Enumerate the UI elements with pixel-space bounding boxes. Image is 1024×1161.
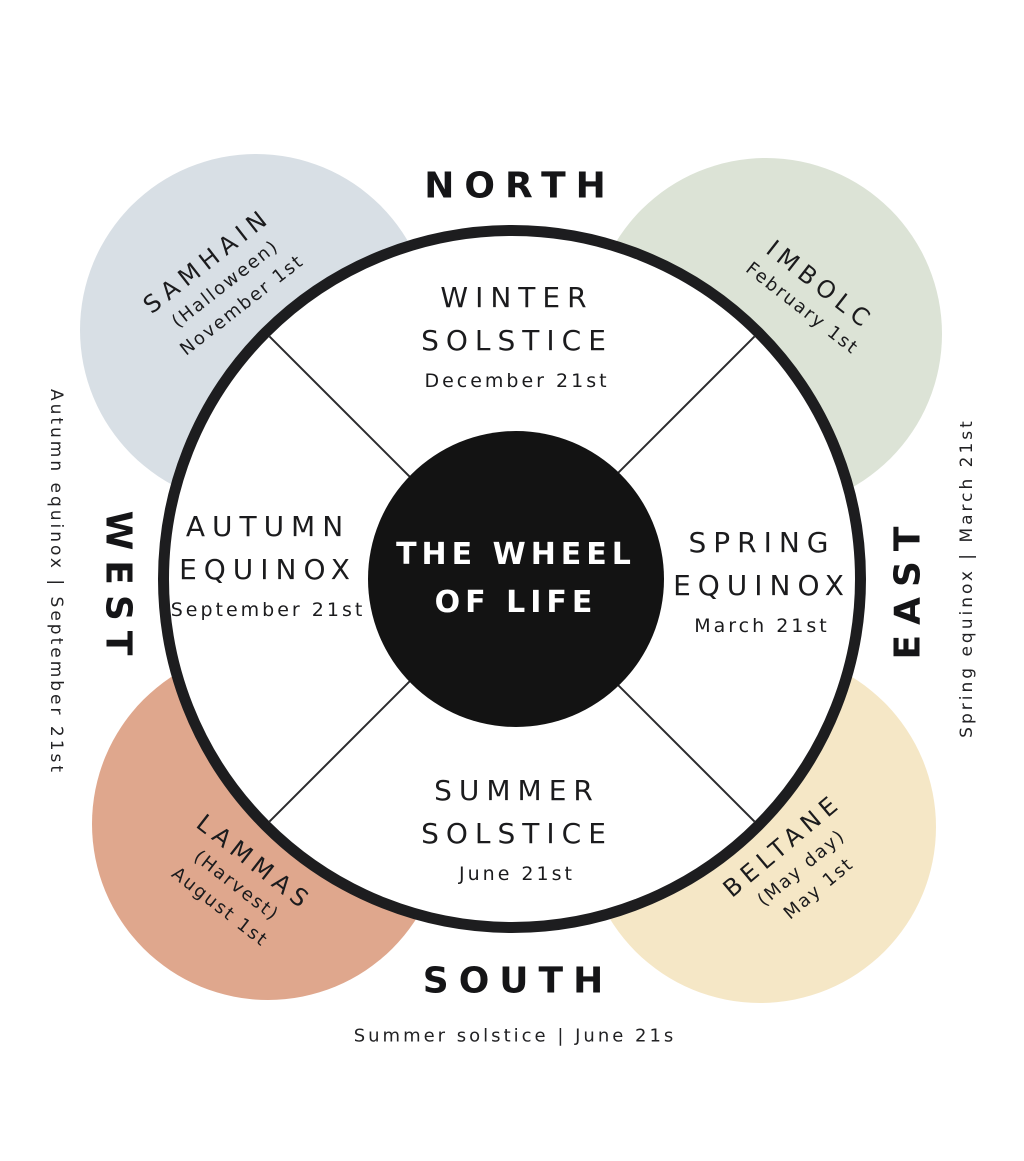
autumn-equinox-line2: EQUINOX <box>179 553 357 586</box>
summer-solstice-date: June 21st <box>459 863 575 885</box>
center-title-line2: OF LIFE <box>434 585 598 620</box>
south-label: SOUTH <box>422 960 614 1002</box>
autumn-equinox-date: September 21st <box>170 599 366 621</box>
summer-solstice-quadrant: SUMMER SOLSTICE June 21st <box>377 769 657 885</box>
autumn-equinox-side-caption: Autumn equinox | September 21st <box>46 388 66 776</box>
autumn-equinox-line1: AUTUMN <box>185 510 351 543</box>
spring-equinox-line1: SPRING <box>688 526 836 559</box>
east-label: EAST <box>887 516 929 660</box>
spring-equinox-line2: EQUINOX <box>673 569 851 602</box>
center-circle: THE WHEEL OF LIFE <box>368 431 664 727</box>
winter-solstice-line2: SOLSTICE <box>421 324 613 357</box>
winter-solstice-date: December 21st <box>424 370 610 392</box>
summer-solstice-line2: SOLSTICE <box>421 817 613 850</box>
west-label: WEST <box>97 510 139 666</box>
spring-equinox-date: March 21st <box>694 615 830 637</box>
summer-solstice-bottom-caption: Summer solstice | June 21s <box>353 1025 677 1047</box>
summer-solstice-line1: SUMMER <box>434 774 600 807</box>
winter-solstice-quadrant: WINTER SOLSTICE December 21st <box>377 276 657 392</box>
spring-equinox-side-caption: Spring equinox | March 21st <box>957 418 977 738</box>
spring-equinox-quadrant: SPRING EQUINOX March 21st <box>622 521 902 637</box>
center-title-line1: THE WHEEL <box>396 537 636 572</box>
autumn-equinox-quadrant: AUTUMN EQUINOX September 21st <box>128 505 408 621</box>
winter-solstice-line1: WINTER <box>440 281 594 314</box>
north-label: NORTH <box>424 165 616 207</box>
